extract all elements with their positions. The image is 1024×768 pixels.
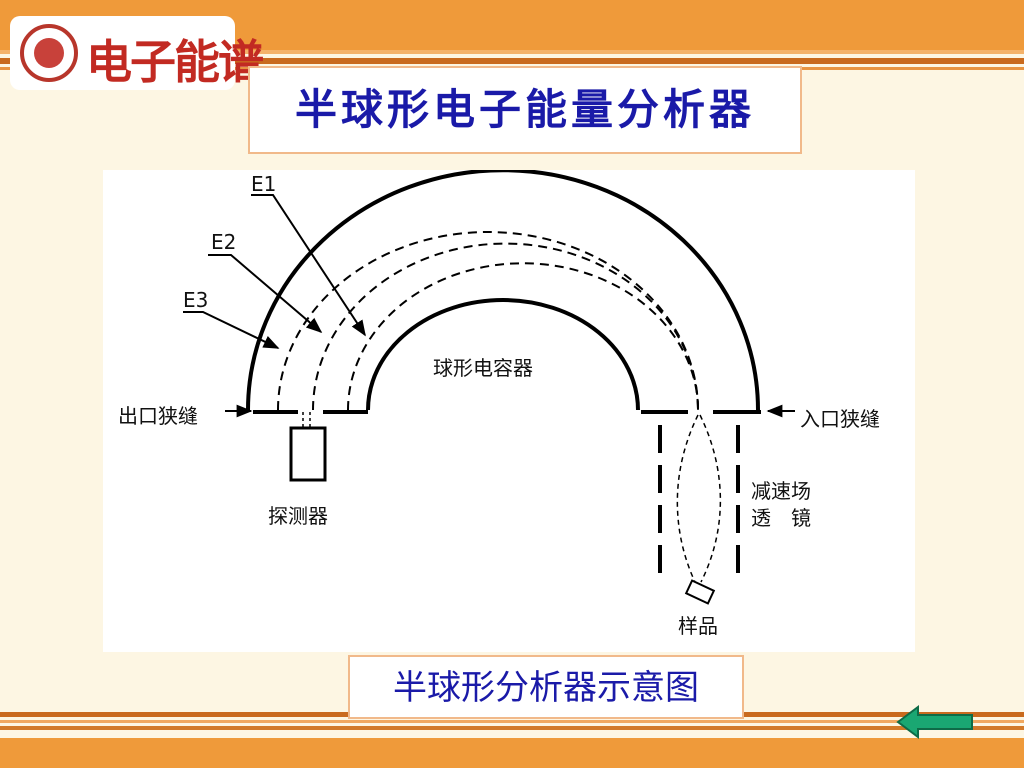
arrow-e3 [183, 311, 280, 349]
inner-hemisphere [366, 298, 640, 411]
label-detector: 探测器 [268, 504, 328, 528]
detector-box [289, 426, 327, 482]
label-e3: E3 [183, 288, 209, 312]
title-box: 半球形电子能量分析器 [248, 66, 802, 154]
label-capacitor: 球形电容器 [433, 356, 533, 380]
analyzer-diagram: E1 E2 E3 球形电容器 出口狭缝 入口狭缝 探测器 减速场 透 镜 样品 [103, 170, 915, 652]
diagram-drawing [183, 170, 795, 605]
label-e2: E2 [211, 230, 237, 254]
page-title: 半球形电子能量分析器 [294, 85, 755, 134]
arrow-e1 [251, 194, 366, 337]
left-arrow-icon[interactable] [896, 704, 976, 740]
bottom-band [0, 738, 1024, 768]
trajectory-e3 [277, 231, 699, 411]
logo-text: 电子能谱 [86, 35, 264, 89]
detector-input [302, 412, 311, 428]
label-lens-line2: 透 镜 [751, 506, 811, 530]
lens-beam-right [699, 414, 722, 583]
label-e1: E1 [251, 172, 277, 196]
outer-hemisphere [246, 170, 760, 411]
label-entrance-slit: 入口狭缝 [800, 407, 880, 431]
label-sample: 样品 [678, 614, 718, 638]
arrow-e2 [208, 254, 323, 334]
sample-plate [684, 579, 716, 605]
label-lens-line1: 减速场 [751, 479, 811, 503]
top-stripe [0, 50, 1024, 54]
lens-beam-left [676, 414, 699, 583]
bottom-stripe [0, 720, 1024, 723]
top-stripe [0, 58, 1024, 64]
diagram-caption: 半球形分析器示意图 [393, 668, 699, 708]
trajectory-e2 [312, 242, 699, 411]
caption-box: 半球形分析器示意图 [348, 655, 744, 719]
label-exit-slit: 出口狭缝 [118, 404, 198, 428]
bottom-stripe [0, 726, 1024, 730]
university-seal-icon [20, 24, 78, 82]
